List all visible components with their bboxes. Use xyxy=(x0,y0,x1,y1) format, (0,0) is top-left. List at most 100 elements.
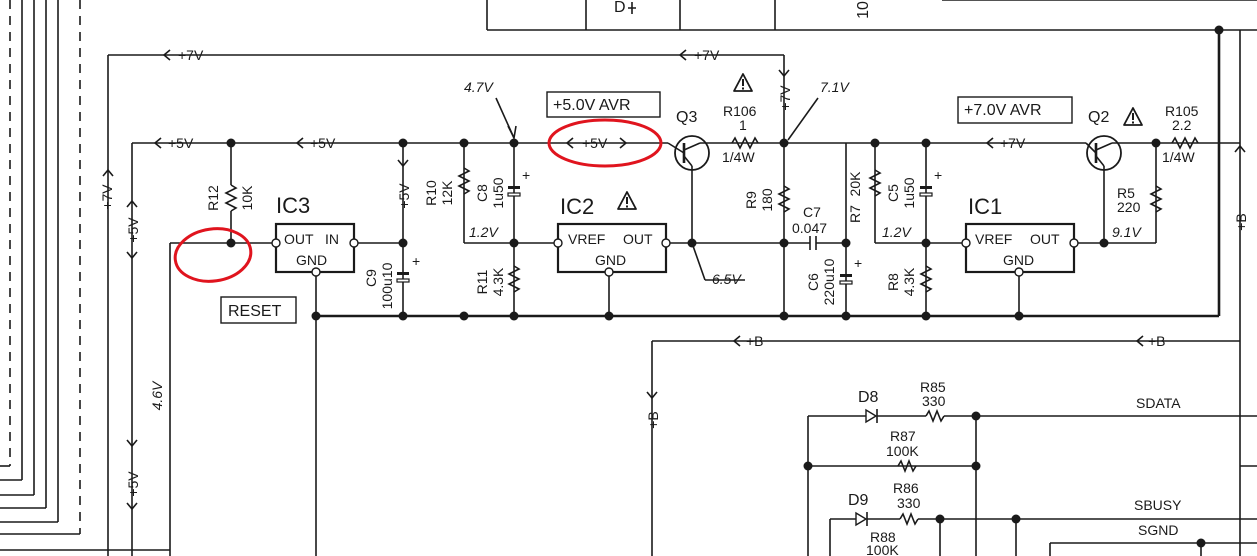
rail-7v-label-a: +7V xyxy=(178,47,204,63)
top-d-label: D xyxy=(614,0,626,16)
reset-label: RESET xyxy=(228,303,282,320)
rail-b-label-b: +B xyxy=(1148,333,1166,349)
voltage-65v: 6.5V xyxy=(712,271,742,287)
c9-branch: +5V + C9 100u10 xyxy=(363,143,420,316)
r85-value: 330 xyxy=(922,393,946,409)
d8-ref: D8 xyxy=(858,389,879,406)
rail-b-label-vert-r: +B xyxy=(1233,213,1249,231)
bottom-signal-network: D8 R85 330 SDATA R87 100K D9 R86 330 SBU… xyxy=(803,379,1257,556)
rail-7v-label-vert-r: +7V xyxy=(777,85,793,111)
svg-text:+: + xyxy=(412,253,420,269)
line-46v: 4.6V xyxy=(149,242,272,556)
top-10-label: 10 xyxy=(855,1,872,19)
r105-ref: R105 xyxy=(1165,103,1199,119)
highlight-circle-5v-label xyxy=(547,118,663,168)
r5-ref: R5 xyxy=(1117,185,1135,201)
r7-ref: R7 xyxy=(847,205,863,223)
avr5-box: +5.0V AVR xyxy=(546,91,661,118)
svg-text:+: + xyxy=(934,167,942,183)
ground-bus xyxy=(311,311,1219,321)
r105-power: 1/4W xyxy=(1162,149,1195,165)
r9-c7-c6: R9 180 C7 0.047 + C6 220u10 xyxy=(743,143,862,316)
c7-value: 0.047 xyxy=(792,220,827,236)
voltage-91v: 9.1V xyxy=(1112,224,1142,240)
rail-7v-label-b: +7V xyxy=(694,47,720,63)
rail-5v-label-a: +5V xyxy=(168,135,194,151)
q2-label: Q2 xyxy=(1088,109,1109,126)
c5-ref: C5 xyxy=(885,184,901,202)
r9-ref: R9 xyxy=(743,191,759,209)
r12-value: 10K xyxy=(239,185,255,211)
rail-5v-label-vert-b: +5V xyxy=(125,471,141,497)
r5-value: 220 xyxy=(1117,199,1141,215)
r106-power: 1/4W xyxy=(722,149,755,165)
highlight-circle-reset-node xyxy=(173,227,253,283)
r11-value: 4.3K xyxy=(490,267,506,296)
r86-ref: R86 xyxy=(893,480,919,496)
r10-c8-r11: R10 12K + C8 1u50 1.2V R11 4.3K 4.7V xyxy=(423,79,556,316)
rail-5v: +5V +5V +5V +5V +5V xyxy=(125,135,668,556)
ic3-pin-in: IN xyxy=(325,231,339,247)
r85-ref: R85 xyxy=(920,379,946,395)
r87-value: 100K xyxy=(886,443,919,459)
avr7-label: +7.0V AVR xyxy=(964,102,1042,119)
r9-value: 180 xyxy=(759,188,775,212)
avr7-box: +7.0V AVR xyxy=(957,96,1073,124)
r7-c5-r8: R7 20K + C5 1u50 1.2V R8 4.3K xyxy=(847,143,966,316)
rail-5v-label-vert-a: +5V xyxy=(125,217,141,243)
ic3-name: IC3 xyxy=(276,193,310,218)
ic2: IC2 VREF OUT GND xyxy=(553,191,784,316)
rail-b-label-vert-l: +B xyxy=(645,411,661,429)
voltage-71v: 7.1V xyxy=(820,79,850,95)
ic1-pin-vref: VREF xyxy=(975,231,1012,247)
c9-value: 100u10 xyxy=(379,262,395,309)
ic3-pin-gnd: GND xyxy=(296,252,327,268)
r86-value: 330 xyxy=(897,495,921,511)
warning-triangle-icon xyxy=(617,191,637,210)
svg-text:+: + xyxy=(854,255,862,271)
c9-ref: C9 xyxy=(363,269,379,287)
ic1: IC1 VREF OUT GND 9.1V xyxy=(961,194,1156,316)
voltage-12v-a: 1.2V xyxy=(469,224,499,240)
ic3: IC3 OUT IN GND xyxy=(271,193,403,556)
r8-value: 4.3K xyxy=(901,267,917,296)
r11-ref: R11 xyxy=(474,269,490,294)
c5-value: 1u50 xyxy=(901,177,917,208)
r7-value: 20K xyxy=(847,171,863,197)
signal-sdata: SDATA xyxy=(1136,395,1181,411)
r8-ref: R8 xyxy=(885,273,901,291)
voltage-46v: 4.6V xyxy=(149,380,165,410)
r88-ref: R88 xyxy=(870,529,896,545)
r88-value: 100K xyxy=(866,542,899,556)
transistor-q2: Q2 xyxy=(1085,107,1240,243)
rail-7v-label-vert-l: +7V xyxy=(99,184,115,210)
c8-ref: C8 xyxy=(474,184,490,202)
c9-5v-label: +5V xyxy=(396,183,412,209)
ic1-pin-gnd: GND xyxy=(1003,252,1034,268)
rail-b: +B +B +B xyxy=(645,333,1240,556)
rail-7v-top: +7V +7V +7V +7V xyxy=(99,47,793,556)
ic2-pin-vref: VREF xyxy=(568,231,605,247)
avr5-label: +5.0V AVR xyxy=(553,97,631,114)
voltage-12v-b: 1.2V xyxy=(882,224,912,240)
reset-box: RESET xyxy=(220,296,297,324)
r10-value: 12K xyxy=(439,180,455,206)
r106-ref: R106 xyxy=(723,103,757,119)
rail-5v-label-c: +5V xyxy=(582,135,608,151)
resistor-r12: R12 10K xyxy=(205,143,255,248)
r105-value: 2.2 xyxy=(1172,117,1192,133)
r87-ref: R87 xyxy=(890,428,916,444)
r12-ref: R12 xyxy=(205,185,221,211)
signal-sbusy: SBUSY xyxy=(1134,497,1182,513)
ic3-pin-out: OUT xyxy=(284,231,314,247)
warning-triangle-icon xyxy=(1123,107,1143,126)
c8-value: 1u50 xyxy=(490,177,506,208)
rail-7v-right: +7V xyxy=(784,135,1086,151)
svg-text:+: + xyxy=(522,167,530,183)
rail-b-label-a: +B xyxy=(746,333,764,349)
ic2-pin-out: OUT xyxy=(623,231,653,247)
ic1-pin-out: OUT xyxy=(1030,231,1060,247)
ic2-pin-gnd: GND xyxy=(595,252,626,268)
warning-triangle-icon xyxy=(733,73,753,92)
d9-ref: D9 xyxy=(848,492,869,509)
